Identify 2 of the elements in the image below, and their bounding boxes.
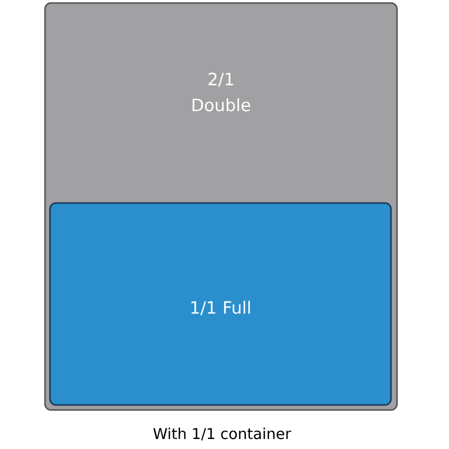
inner-container-box: 1/1 Full bbox=[49, 202, 392, 406]
caption: With 1/1 container bbox=[153, 428, 292, 440]
